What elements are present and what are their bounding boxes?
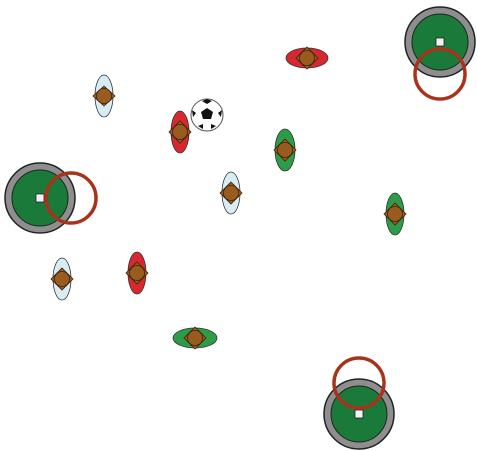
player-green-right[interactable]	[384, 193, 406, 235]
soccer-ball-icon[interactable]	[191, 99, 223, 131]
player-red-top[interactable]	[286, 47, 328, 69]
player-green-bottom[interactable]	[173, 327, 217, 349]
goal-bottom	[324, 358, 394, 449]
player-lightblue-bottom-left[interactable]	[51, 258, 73, 300]
goal-top-right	[405, 7, 475, 99]
player-red-bottom-left[interactable]	[126, 252, 148, 294]
player-green-center[interactable]	[274, 129, 296, 171]
goal-left	[5, 163, 96, 233]
player-red-near-ball[interactable]	[169, 111, 191, 153]
player-lightblue-center[interactable]	[220, 172, 242, 214]
player-lightblue-top-left[interactable]	[93, 75, 115, 117]
